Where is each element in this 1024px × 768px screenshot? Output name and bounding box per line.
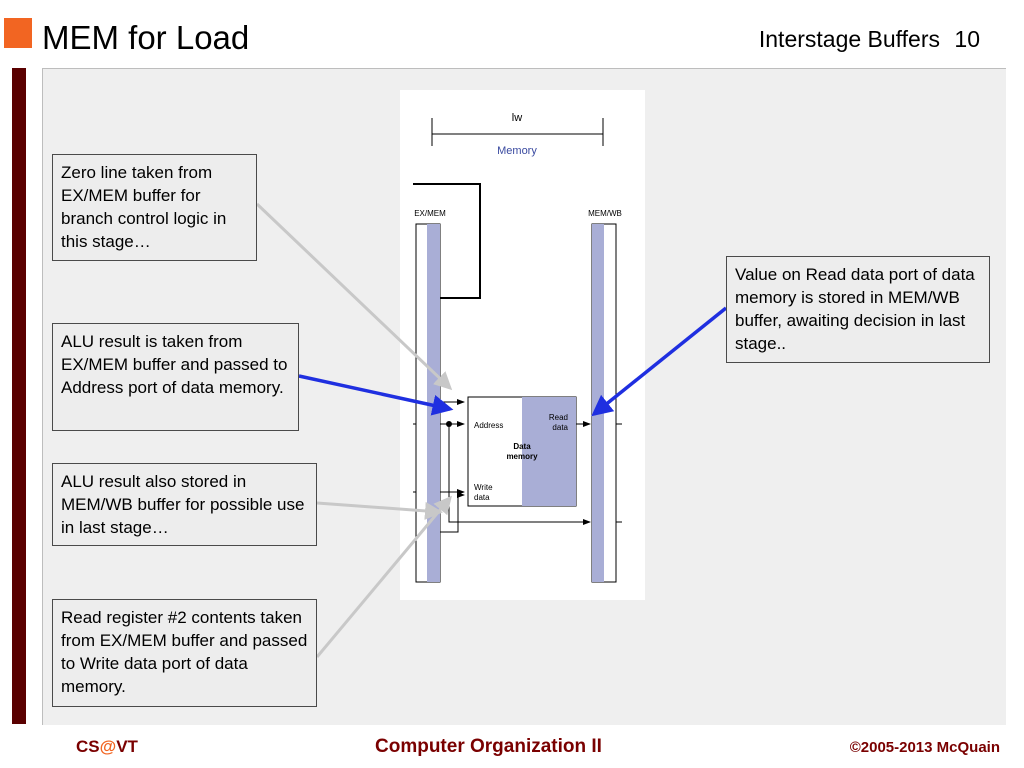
wire-junction-dot [446,421,452,427]
read-port-label-2: data [552,423,568,432]
callout-read-register-2: Read register #2 contents taken from EX/… [52,599,317,707]
callout-read-data-stored: Value on Read data port of data memory i… [726,256,990,363]
address-port-label: Address [474,421,503,430]
alu-address-pointer [298,374,454,416]
alu-stored-pointer [316,501,443,520]
stage-bracket: lw Memory [431,112,604,157]
instruction-label: lw [512,112,522,124]
write-port-label-2: data [474,493,490,502]
callout-zero-line: Zero line taken from EX/MEM buffer for b… [52,154,257,261]
page-number: 10 [954,26,980,52]
memory-name-2: memory [506,452,538,461]
title-accent-square [4,18,32,48]
stage-label: Memory [497,145,537,157]
footer-cs: CS [76,737,100,756]
datapath-wires [413,399,622,533]
data-memory-unit: Address Read data Data memory Write data [467,396,577,507]
read-port-label-1: Read [549,413,568,422]
callout-alu-result-address: ALU result is taken from EX/MEM buffer a… [52,323,299,431]
callout-alu-result-stored: ALU result also stored in MEM/WB buffer … [52,463,317,546]
ex-mem-label: EX/MEM [414,209,446,218]
left-accent-bar [12,68,26,724]
memory-name-1: Data [513,442,531,451]
section-title: Interstage Buffers [759,26,940,53]
write-port-label-1: Write [474,483,493,492]
read-register-pointer [315,495,452,658]
mem-wb-label: MEM/WB [588,209,622,218]
read-data-pointer [591,306,728,417]
footer-course-tag: CS@VT [76,737,138,757]
footer-at: @ [99,737,117,756]
footer-course-name: Computer Organization II [375,736,602,757]
footer-copyright: ©2005-2013 McQuain [849,739,1000,756]
zero-line-pointer [255,202,453,391]
slide-title: MEM for Load [42,19,250,56]
section-label: Interstage Buffers [758,26,940,52]
footer-vt: VT [116,737,138,756]
zero-line-wire [413,183,481,299]
